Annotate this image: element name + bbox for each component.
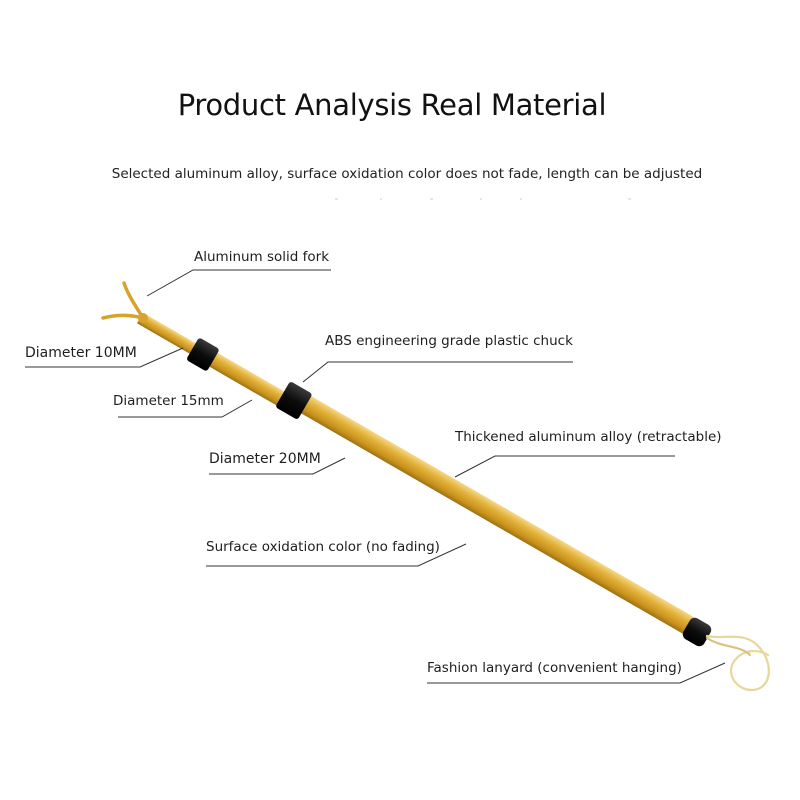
callout-surface: Surface oxidation color (no fading) [206, 539, 440, 555]
pole-section-10mm [137, 312, 202, 358]
callout-chuck: ABS engineering grade plastic chuck [325, 333, 573, 349]
lanyard [705, 634, 770, 692]
leader-lines [25, 269, 726, 684]
pole-section-15mm [196, 345, 301, 415]
aluminum-fork [101, 281, 148, 323]
callout-diameter-20: Diameter 20MM [209, 451, 321, 467]
callout-tube: Thickened aluminum alloy (retractable) [455, 429, 722, 445]
plastic-chuck-1 [187, 338, 219, 371]
plastic-chuck-2 [276, 382, 312, 419]
page-subtitle: Selected aluminum alloy, surface oxidati… [111, 166, 703, 182]
callout-fork: Aluminum solid fork [194, 249, 330, 265]
page-title: Product Analysis Real Material [177, 88, 607, 122]
callout-diameter-15: Diameter 15mm [113, 393, 224, 409]
end-cap [682, 617, 712, 647]
callout-diameter-10: Diameter 10MM [25, 345, 137, 361]
telescopic-pole [137, 312, 705, 641]
pole-section-20mm [293, 391, 705, 641]
callout-lanyard: Fashion lanyard (convenient hanging) [427, 660, 682, 676]
